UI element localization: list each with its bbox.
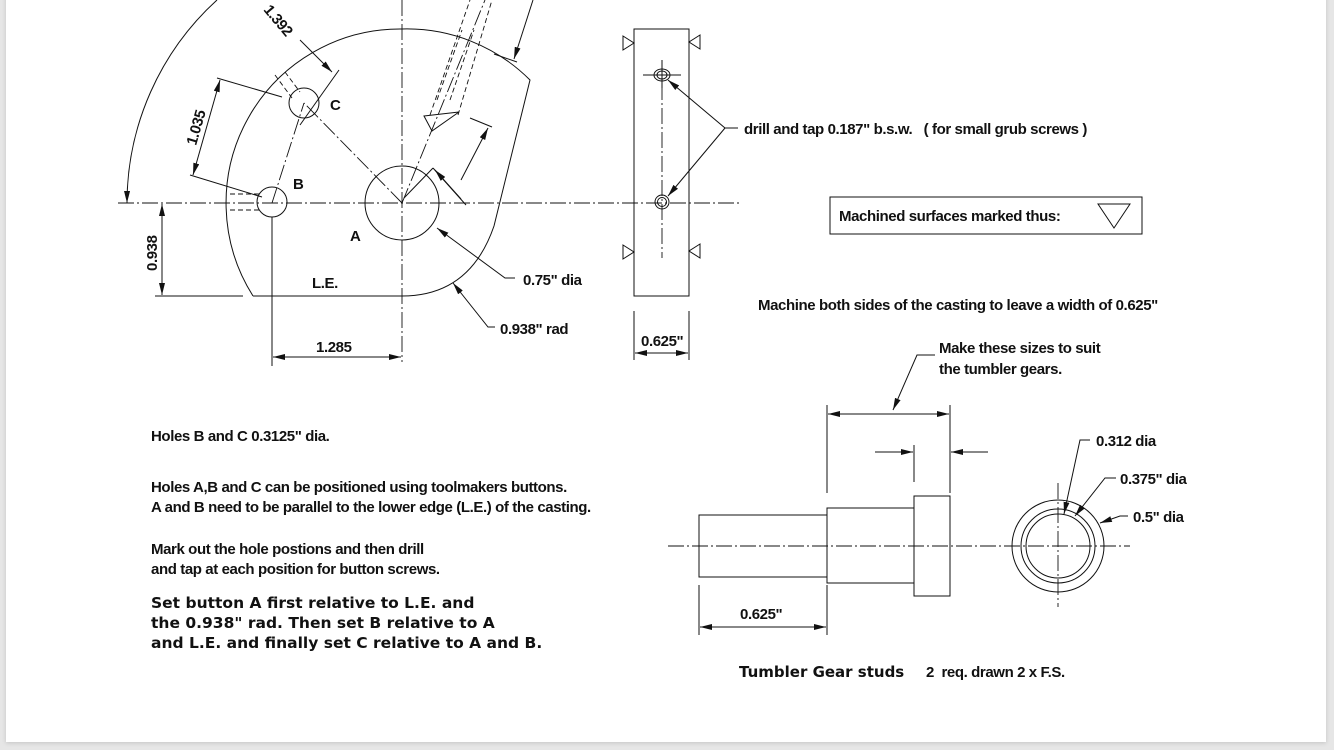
stud-length-dim: 0.625" [740,606,783,623]
side-view-outline [633,28,690,297]
note-bold-1: Set button A first relative to L.E. and [151,594,474,612]
machined-mark-icon [622,35,635,51]
dim-0375-dia: 0.375" dia [1120,471,1188,488]
angle-dimension-arc [124,0,218,204]
stud-end-outer [1011,499,1105,593]
machined-mark-icon [622,244,635,260]
note-bold-3: and L.E. and finally set C relative to A… [151,634,542,652]
label-le: L.E. [312,275,338,292]
page [6,0,1326,742]
dim-0312-dia: 0.312 dia [1096,433,1157,450]
machined-legend: Machined surfaces marked thus: [829,196,1143,235]
dim-1285: 1.285 [316,339,352,356]
machined-mark-icon [688,243,701,259]
machine-both-note: Machine both sides of the casting to lea… [758,297,1158,314]
side-view: drill and tap 0.187" b.s.w. ( for small … [622,28,1088,360]
hole-c [288,87,320,119]
drill-note: drill and tap 0.187" b.s.w. ( for small … [744,121,1087,138]
machined-mark-icon [1097,203,1131,229]
tumbler-gear-stud: 0.625" 0.312 dia 0.375" dia 0.5" dia Tum… [668,405,1188,681]
label-b: B [293,176,304,193]
width-dim: 0.625" [641,333,684,350]
make-sizes-note-1: Make these sizes to suit [939,340,1101,357]
note-markout-1: Mark out the hole postions and then dril… [151,541,424,558]
casting-outline [225,28,531,297]
stud-caption-bold: Tumbler Gear studs [739,663,904,681]
dim-05-dia: 0.5" dia [1133,509,1185,526]
machined-mark-icon [688,34,701,50]
machined-label: Machined surfaces marked thus: [839,208,1060,225]
label-c: C [330,97,341,114]
label-a: A [350,228,361,245]
stud-caption-rest: 2 req. drawn 2 x F.S. [926,664,1065,681]
hole-a [364,165,440,241]
leader-0938-rad: 0.938" rad [500,321,568,338]
leader-075-dia: 0.75" dia [523,272,583,289]
stud-head [913,495,951,597]
make-sizes-note-2: the tumbler gears. [939,361,1062,378]
dim-0938: 0.938 [144,235,161,271]
tapped-hole-bottom [654,194,670,210]
note-toolmakers-1: Holes A,B and C can be positioned using … [151,479,567,496]
note-toolmakers-2: A and B need to be parallel to the lower… [151,499,591,516]
tapped-hole-top [653,68,671,82]
note-bold-2: the 0.938" rad. Then set B relative to A [151,614,495,632]
note-holes-bc: Holes B and C 0.3125" dia. [151,428,330,445]
note-markout-2: and tap at each position for button scre… [151,561,440,578]
